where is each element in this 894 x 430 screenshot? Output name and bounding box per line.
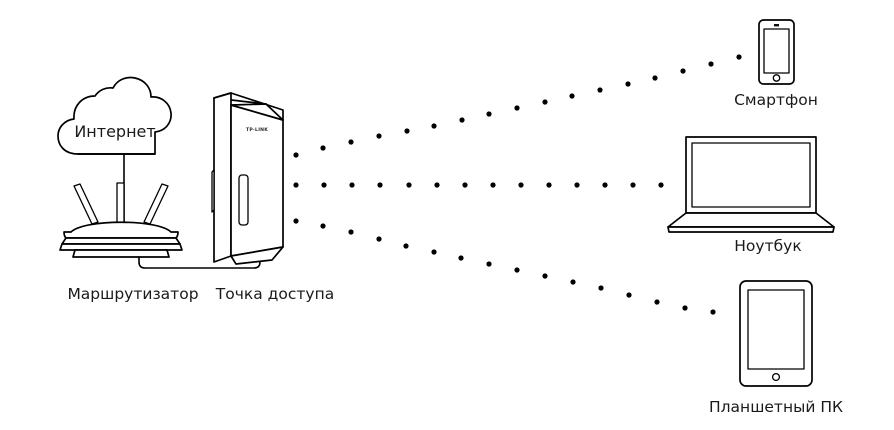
tablet-home-button <box>771 372 781 382</box>
router-body-lower-shell <box>59 243 183 251</box>
beam-to-smartphone <box>293 54 742 158</box>
laptop-label: Ноутбук <box>734 237 801 255</box>
smartphone-label: Смартфон <box>734 91 818 109</box>
router-antenna-center-icon <box>116 182 125 225</box>
laptop-screen <box>691 142 811 208</box>
router-antenna-right-icon <box>143 183 169 225</box>
smartphone-screen <box>763 28 790 74</box>
laptop-base <box>667 212 835 228</box>
beam-to-laptop <box>293 182 664 188</box>
beam-to-tablet <box>293 218 716 315</box>
tablet-label: Планшетный ПК <box>709 398 843 416</box>
access-point-label: Точка доступа <box>215 285 334 303</box>
router-base-foot <box>72 249 170 258</box>
access-point-port-slot <box>211 169 215 213</box>
router-body-mid-shell <box>61 237 181 245</box>
access-point-bottom-bevel <box>230 246 284 265</box>
cloud-icon <box>57 76 172 155</box>
smartphone-node: Смартфон <box>734 19 818 109</box>
laptop-node: Ноутбук <box>667 136 835 255</box>
internet-cloud-node: Интернет <box>57 76 172 155</box>
smartphone-speaker <box>774 24 779 27</box>
access-point-brand-label: TP-LINK <box>246 127 268 133</box>
access-point-side-panel <box>213 92 232 263</box>
smartphone-home-button <box>772 74 781 82</box>
internet-label: Интернет <box>74 122 155 141</box>
ethernet-cable <box>138 251 261 269</box>
router-label: Маршрутизатор <box>67 285 198 303</box>
access-point-led-strip <box>238 174 249 226</box>
laptop-front-lip <box>667 226 835 233</box>
tablet-node: Планшетный ПК <box>709 280 843 416</box>
router-body-top-shell <box>63 221 179 239</box>
access-point-node: TP-LINK <box>211 92 284 265</box>
wifi-router-node <box>59 182 183 258</box>
router-antenna-left-icon <box>73 183 99 225</box>
access-point-top-bevel <box>230 103 284 121</box>
tablet-screen <box>747 289 805 370</box>
